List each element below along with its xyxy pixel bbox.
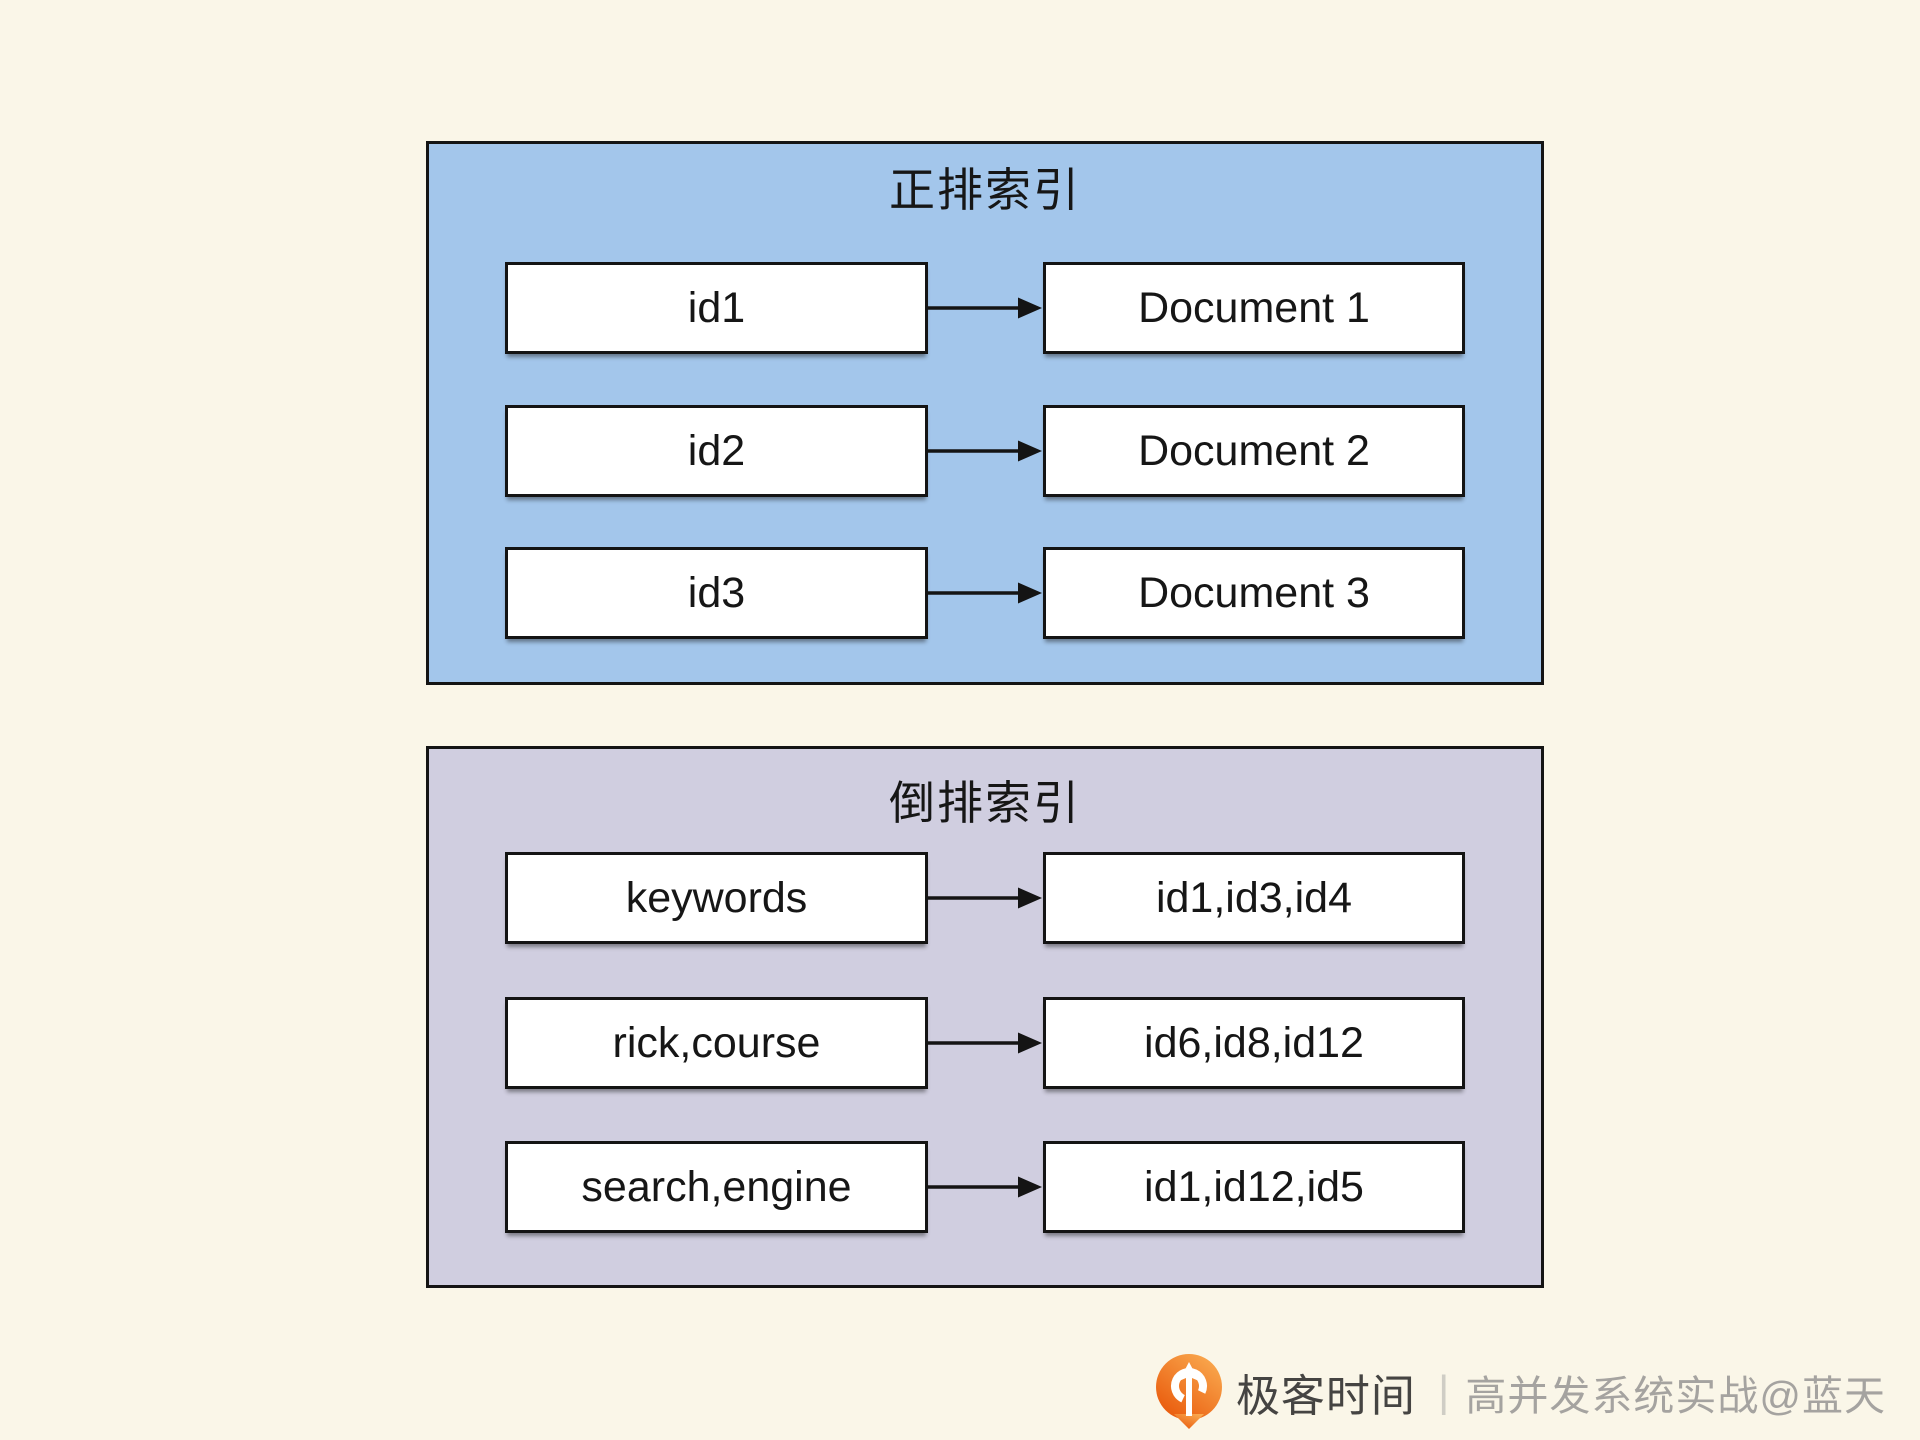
key-box: id2 [505,405,928,497]
arrow-right-icon [928,1032,1042,1054]
value-label: Document 3 [1138,568,1370,617]
key-box: search,engine [505,1141,928,1233]
value-box: Document 2 [1043,405,1465,497]
mapping-row: rick,course id6,id8,id12 [505,997,1465,1089]
mapping-row: search,engine id1,id12,id5 [505,1141,1465,1233]
key-label: id3 [687,568,746,617]
key-box: id1 [505,262,928,354]
watermark-credit: 高并发系统实战@蓝天 [1465,1373,1886,1419]
value-label: Document 2 [1138,426,1370,475]
mapping-row: id1 Document 1 [505,262,1465,354]
value-box: id1,id3,id4 [1043,852,1465,944]
forward-index-panel: 正排索引 id1 Document 1 id2 Document 2 [426,141,1544,685]
forward-index-title: 正排索引 [889,164,1081,216]
value-label: id6,id8,id12 [1144,1018,1364,1067]
value-label: id1,id12,id5 [1144,1162,1364,1211]
key-label: search,engine [581,1162,852,1211]
key-box: keywords [505,852,928,944]
geektime-logo-icon [1155,1354,1222,1429]
arrow-right-icon [928,297,1042,319]
watermark-separator: | [1437,1367,1450,1416]
mapping-row: keywords id1,id3,id4 [505,852,1465,944]
value-box: Document 1 [1043,262,1465,354]
arrow-right-icon [928,887,1042,909]
arrow-right-icon [928,1176,1042,1198]
value-box: id1,id12,id5 [1043,1141,1465,1233]
key-label: rick,course [612,1018,821,1067]
value-box: id6,id8,id12 [1043,997,1465,1089]
watermark-brand: 极客时间 [1235,1372,1416,1421]
key-label: keywords [625,873,808,922]
key-box: rick,course [505,997,928,1089]
mapping-row: id2 Document 2 [505,405,1465,497]
inverted-index-panel: 倒排索引 keywords id1,id3,id4 rick,course [426,746,1544,1288]
key-box: id3 [505,547,928,639]
key-label: id2 [687,426,746,475]
inverted-index-title: 倒排索引 [889,777,1081,829]
arrow-right-icon [928,582,1042,604]
value-label: id1,id3,id4 [1155,873,1353,922]
key-label: id1 [687,283,746,332]
value-box: Document 3 [1043,547,1465,639]
mapping-row: id3 Document 3 [505,547,1465,639]
arrow-right-icon [928,440,1042,462]
value-label: Document 1 [1138,283,1370,332]
watermark: 极客时间 | 高并发系统实战@蓝天 [1155,1354,1886,1430]
